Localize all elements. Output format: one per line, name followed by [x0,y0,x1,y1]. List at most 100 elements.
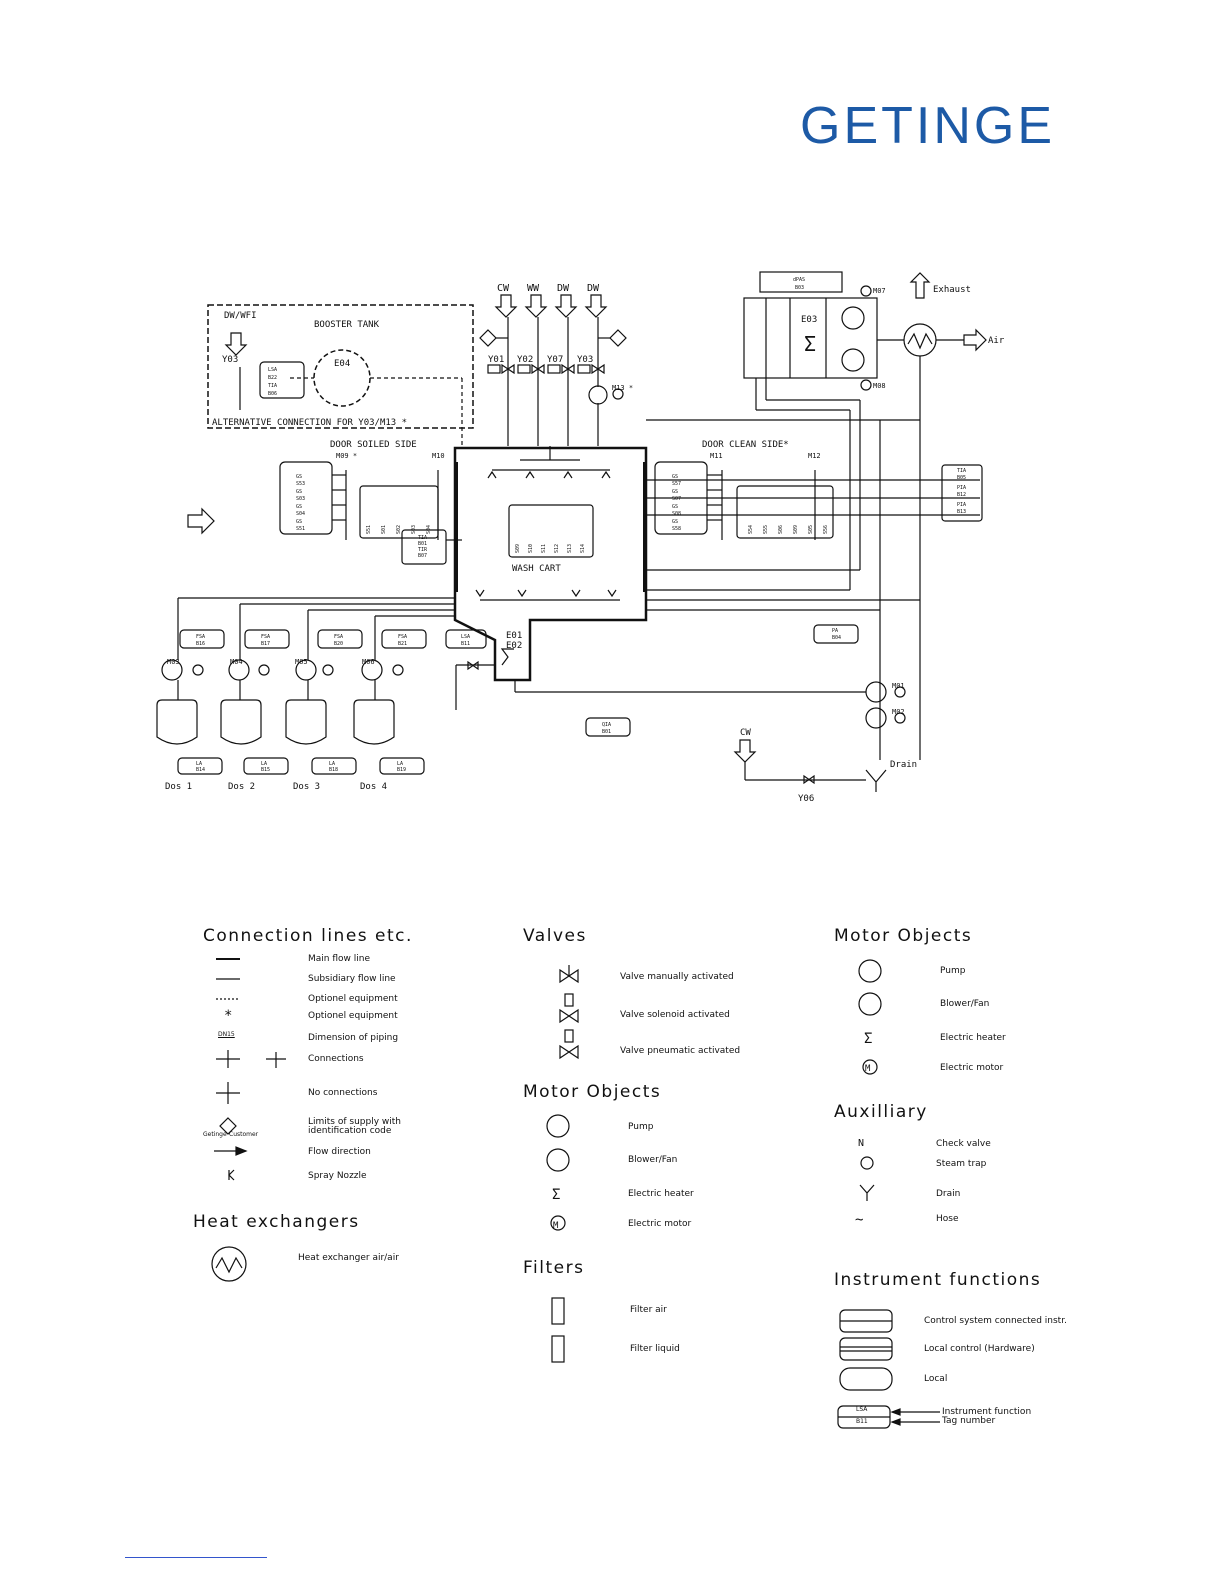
legend-title-heat: Heat exchangers [193,1212,360,1232]
instr-tag: B17 [261,641,270,647]
legend-item: Blower/Fan [940,999,990,1009]
alt-connection-label: ALTERNATIVE CONNECTION FOR Y03/M13 * [212,418,407,428]
instr-tag: B05 [957,475,966,481]
legend-title-valves: Valves [523,926,587,946]
customer-label: Customer [229,1131,259,1138]
instr-tag: S53 [296,481,305,487]
legend-item: Local control (Hardware) [924,1344,1035,1354]
sensor-label: S03 [411,525,417,534]
legend-item: Steam trap [936,1159,987,1169]
sensor-label: S54 [748,525,754,534]
dosing-label: Dos 3 [293,782,320,792]
legend-item: Electric heater [940,1033,1006,1043]
instr-fn: FSA [261,634,270,640]
instr-fn: LSA [461,634,470,640]
legend-item: Optionel equipment [308,1011,398,1021]
valve-label: Y07 [547,355,563,365]
instr-fn: TIA [418,535,427,541]
dosing-label: Dos 4 [360,782,387,792]
instr-tag: B21 [398,641,407,647]
sensor-label: S09 [793,525,799,534]
pump-m13-label: M13 * [612,384,633,392]
dosing-motor-label: M06 [362,658,375,666]
sensor-label: S12 [554,544,560,553]
sensor-label: S11 [541,544,547,553]
instr-tag: B15 [261,767,270,773]
fan-motor-label: M08 [873,382,886,390]
legend-item: Valve manually activated [620,972,734,982]
legend-item: Subsidiary flow line [308,974,396,984]
instr-fn: LA [329,761,335,767]
instr-tag: B04 [832,635,841,641]
instr-tag: B12 [957,492,966,498]
footer-divider [125,1557,267,1558]
hose-icon: ~ [855,1212,863,1228]
legend-item: Filter liquid [630,1344,680,1354]
instr-fn: LA [196,761,202,767]
legend-item: Dimension of piping [308,1033,399,1043]
instr-fn: TIR [418,547,428,553]
air-label: Air [988,336,1005,346]
instr-tag: S57 [672,481,681,487]
legend-title-filters: Filters [523,1258,585,1278]
supply-label: WW [527,283,540,294]
instr-fn: GS [672,504,678,510]
main-pump-label: M01 [892,682,905,690]
legend-title-aux: Auxilliary [834,1102,928,1122]
door-soiled-label: DOOR SOILED SIDE [330,440,417,450]
sensor-label: S05 [808,525,814,534]
valve-label: Y01 [488,355,504,365]
legend-title-connection: Connection lines etc. [203,926,413,946]
instr-tag: B16 [196,641,205,647]
instr-tag: S08 [672,511,681,517]
dosing-motor-label: M04 [230,658,243,666]
instr-fn: LSA [268,367,277,373]
motor-m-icon: M [553,1221,559,1231]
y06-label: Y06 [798,794,814,804]
legend-item: Electric motor [940,1063,1004,1073]
sigma-icon: Σ [864,1031,872,1047]
instr-fn: FSA [334,634,343,640]
sensor-label: S06 [778,525,784,534]
sensor-label: S55 [763,525,769,534]
legend-item: Tag number [942,1416,996,1426]
instr-fn: GS [296,519,302,525]
legend-title-motor-mid: Motor Objects [523,1082,662,1102]
dosing-label: Dos 2 [228,782,255,792]
door-motor-label: M09 * [336,452,357,460]
instr-fn: TIA [957,468,966,474]
legend-item: Heat exchanger air/air [298,1253,399,1263]
legend-item: Valve solenoid activated [620,1010,730,1020]
sump-heater-label: E01 [506,631,522,641]
dw-wfi-label: DW/WFI [224,311,257,321]
instr-fn: TIA [268,383,277,389]
getinge-label: Getinge [203,1131,227,1138]
instr-fn: PA [832,628,838,634]
instr-tag: B13 [957,509,966,515]
sigma-icon: Σ [804,332,816,356]
door-motor-label: M10 [432,452,445,460]
legend-item: No connections [308,1088,378,1098]
dn15-label: DN15 [218,1031,235,1038]
instr-tag: B22 [268,375,277,381]
sensor-label: S51 [366,525,372,534]
instr-fn: LA [261,761,267,767]
instr-fn: GS [296,474,302,480]
legend-title-instr: Instrument functions [834,1270,1042,1290]
supply-label: CW [497,283,510,294]
fan-motor-label: M07 [873,287,886,295]
legend-item: Electric heater [628,1189,694,1199]
dosing-motor-label: M05 [295,658,308,666]
instr-tag: B20 [334,641,343,647]
instr-fn: GS [672,474,678,480]
instr-tag: B03 [795,285,804,291]
getinge-logo: GETINGE [800,97,1056,155]
drain-label: Drain [890,760,917,770]
dryer-heater-label: E03 [801,315,817,325]
valve-label: Y02 [517,355,533,365]
booster-valve-label: Y03 [222,355,238,365]
instr-tag: S03 [296,496,305,502]
supply-label: DW [557,283,570,294]
door-clean-label: DOOR CLEAN SIDE* [702,440,789,450]
legend-item: Valve pneumatic activated [620,1046,741,1056]
